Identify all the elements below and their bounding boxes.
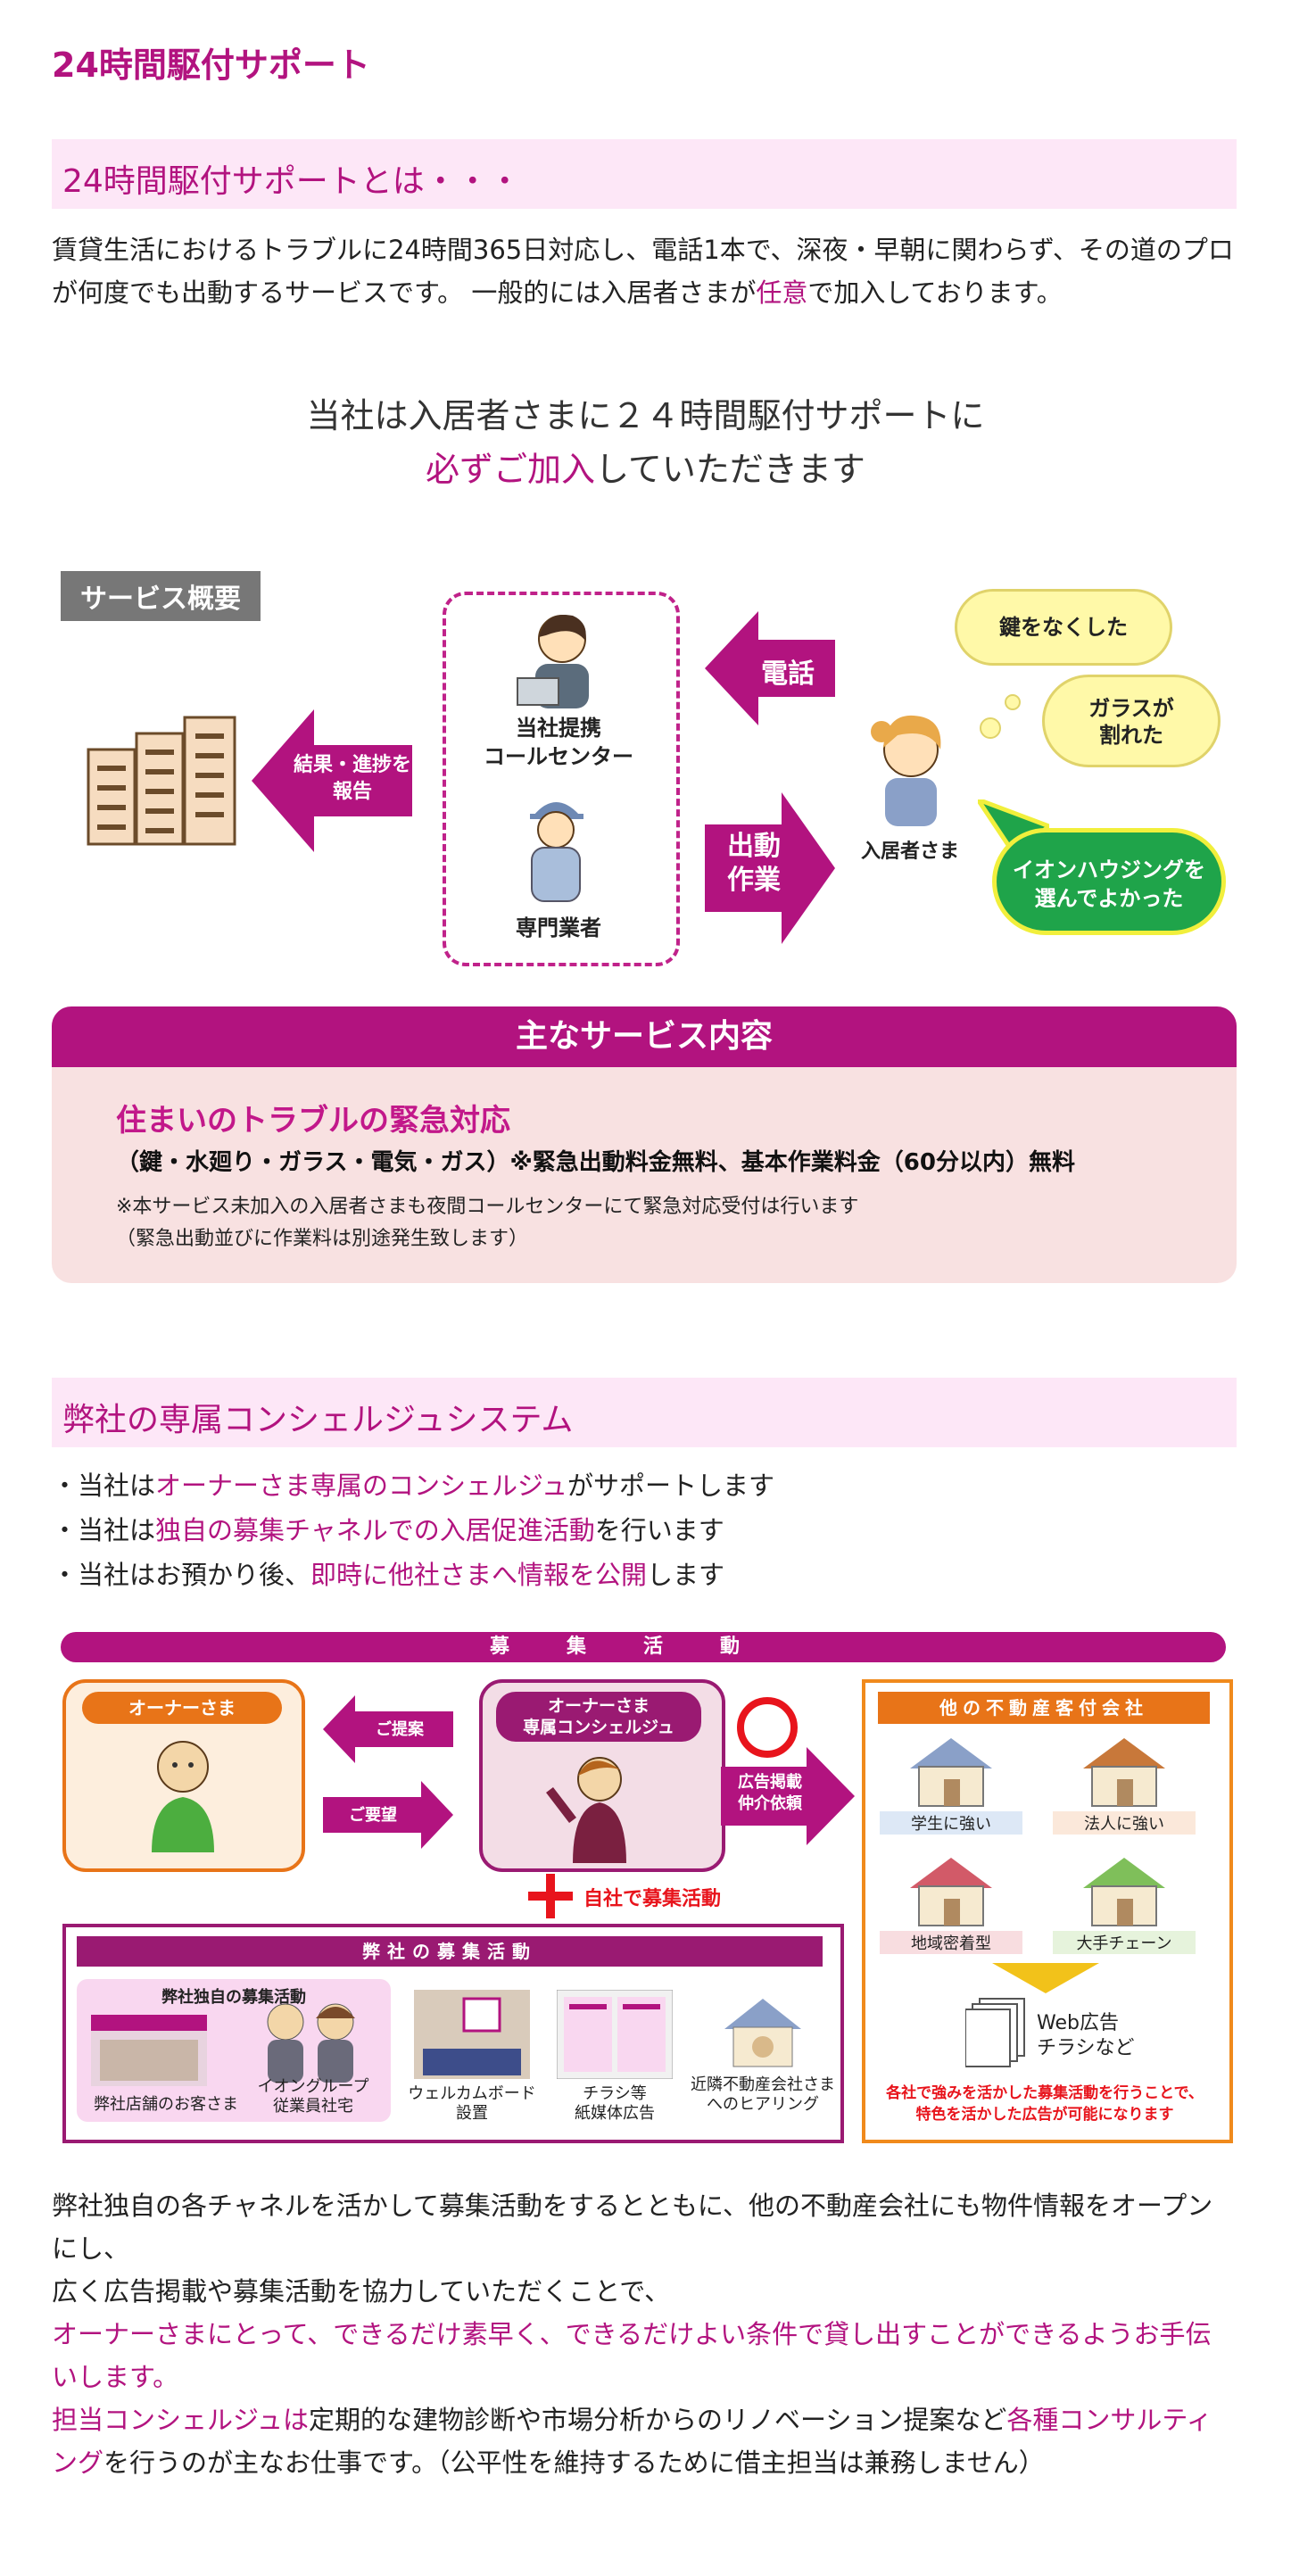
thought-dot (980, 717, 1001, 739)
section-title: 弊社の専属コンシェルジュシステム (62, 1402, 574, 1438)
request-label: ご要望 (349, 1806, 397, 1825)
closing-emphasis: オーナーさまにとって、できるだけ素早く、できるだけよい条件で貸し出すことができる… (52, 2319, 1212, 2392)
intro-emphasis: 任意 (756, 277, 808, 308)
required-message-line1: 当社は入居者さまに２４時間駆付サポートに (306, 396, 985, 435)
web-ads-label: Web広告 チラシなど (1037, 2012, 1135, 2059)
arrow-request-icon (323, 1781, 453, 1849)
resident-label: 入居者さま (860, 841, 959, 863)
employees-label: イオングループ 従業員社宅 (257, 2077, 369, 2116)
required-emphasis: 必ずご加入 (426, 450, 596, 489)
required-message: 当社は入居者さまに２４時間駆付サポートに 必ずご加入していただきます (0, 389, 1291, 496)
thought-dot (1005, 694, 1021, 710)
arrow-left-icon (252, 709, 412, 852)
own-activities-title: 弊社の募集活動 (77, 1936, 823, 1967)
resident-icon (871, 715, 941, 826)
own-channel-label: 弊社独自の募集活動 (161, 1988, 306, 2007)
house-icon (1083, 1738, 1165, 1807)
operator-icon (517, 615, 589, 708)
self-recruit-label: 自社で募集活動 (583, 1888, 722, 1910)
section-title: 24時間駆付サポートとは・・・ (62, 163, 521, 200)
concierge-bullets: ・当社はオーナーさま専属のコンシェルジュがサポートします ・当社は独自の募集チャ… (52, 1463, 1237, 1597)
section-header-concierge: 弊社の専属コンシェルジュシステム (52, 1378, 1237, 1447)
thought-cloud-glass: ガラスが 割れた (1042, 675, 1221, 767)
thought-cloud-key: 鍵をなくした (955, 589, 1172, 666)
neighbor-house-icon (724, 1999, 801, 2067)
welcome-label: ウェルカムボード 設置 (408, 2084, 536, 2123)
closing-line: 弊社独自の各チャネルを活かして募集活動をするとともに、他の不動産会社にも物件情報… (52, 2191, 1213, 2264)
house-icon (910, 1858, 992, 1926)
house-icon (1083, 1858, 1165, 1926)
store-icon (91, 2015, 207, 2086)
house-label: 法人に強い (1053, 1811, 1196, 1835)
house-label: 学生に強い (880, 1811, 1022, 1835)
arrow-proposal-icon (323, 1695, 453, 1763)
emergency-note1: ※本サービス未加入の入居者さまも夜間コールセンターにて緊急対応受付は行います (116, 1196, 859, 1218)
specialist-label: 専門業者 (516, 915, 601, 940)
required-message-line2: していただきます (595, 450, 865, 489)
emergency-title: 住まいのトラブルの緊急対応 (116, 1103, 510, 1139)
ad-request-label: 広告掲載 仲介依頼 (738, 1773, 802, 1813)
main-service-header: 主なサービス内容 (52, 1006, 1237, 1067)
closing-paragraph: 弊社独自の各チャネルを活かして募集活動をするとともに、他の不動産会社にも物件情報… (52, 2184, 1237, 2484)
emergency-detail: （鍵・水廻り・ガラス・電気・ガス）※緊急出動料金無料、基本作業料金（60分以内）… (116, 1149, 1075, 1176)
call-center-label: 当社提携 コールセンター (484, 716, 633, 769)
arrow-dispatch-label: 出動 作業 (727, 831, 781, 896)
closing-line: 担当コンシェルジュは定期的な建物診断や市場分析からのリノベーション提案など各種コ… (52, 2405, 1212, 2478)
service-overview-tag: サービス概要 (61, 571, 261, 621)
house-icon (910, 1738, 992, 1807)
documents-icon (965, 1998, 1025, 2067)
main-service-box: 主なサービス内容 住まいのトラブルの緊急対応 （鍵・水廻り・ガラス・電気・ガス）… (52, 1006, 1237, 1283)
intro-text: 賃貸生活におけるトラブルに24時間365日対応し、電話1本で、深夜・早朝に関わら… (52, 235, 1234, 308)
circle-mark-icon (737, 1697, 798, 1758)
intro-text-end: で加入しております。 (807, 277, 1063, 308)
owner-icon (152, 1741, 214, 1852)
employees-icon (267, 2003, 355, 2083)
bullet-item: ・当社はオーナーさま専属のコンシェルジュがサポートします (52, 1470, 775, 1501)
arrow-ad-icon (721, 1747, 855, 1845)
flyer-label: チラシ等 紙媒体広告 (575, 2084, 655, 2123)
proposal-label: ご提案 (376, 1720, 424, 1739)
worker-icon (530, 802, 583, 902)
emergency-note2: （緊急出動並びに作業料は別途発生致します） (116, 1228, 529, 1250)
hearing-label: 近隣不動産会社さま へのヒアリング (691, 2075, 835, 2114)
section-header-support: 24時間駆付サポートとは・・・ (52, 139, 1237, 209)
down-triangle-icon (992, 1963, 1099, 1993)
building-icon (87, 716, 236, 846)
arrow-result-label: 結果・進捗を 報告 (293, 754, 411, 803)
arrow-phone-label: 電話 (761, 658, 815, 690)
house-label: 地域密着型 (880, 1931, 1022, 1954)
concierge-icon (546, 1757, 626, 1863)
bullet-item: ・当社は独自の募集チャネルでの入居促進活動を行います (52, 1515, 724, 1545)
closing-line: 広く広告掲載や募集活動を協力していただくことで、 (52, 2276, 671, 2307)
support-team-box (443, 592, 680, 966)
bullet-item: ・当社はお預かり後、即時に他社さまへ情報を公開します (52, 1560, 725, 1590)
store-label: 弊社店舗のお客さま (94, 2095, 238, 2114)
concierge-label: オーナーさま 専属コンシェルジュ (496, 1692, 701, 1742)
other-companies-note: 各社で強みを活かした募集活動を行うことで、 特色を活かした広告が可能になります (886, 2084, 1204, 2124)
page-title: 24時間駆付サポート (52, 46, 370, 85)
satisfied-bubble: イオンハウジングを 選んでよかった (992, 828, 1226, 935)
welcome-board-icon (414, 1990, 530, 2079)
arrow-dispatch-icon (705, 792, 835, 944)
plus-icon (528, 1874, 573, 1918)
owner-label: オーナーさま (82, 1692, 282, 1724)
intro-paragraph: 賃貸生活におけるトラブルに24時間365日対応し、電話1本で、深夜・早朝に関わら… (52, 228, 1237, 314)
flyer-icon (557, 1990, 673, 2079)
other-companies-title: 他の不動産客付会社 (878, 1692, 1210, 1724)
house-label: 大手チェーン (1053, 1931, 1196, 1954)
recruitment-bar: 募集活動 (61, 1632, 1226, 1662)
arrow-phone-icon (705, 611, 835, 725)
